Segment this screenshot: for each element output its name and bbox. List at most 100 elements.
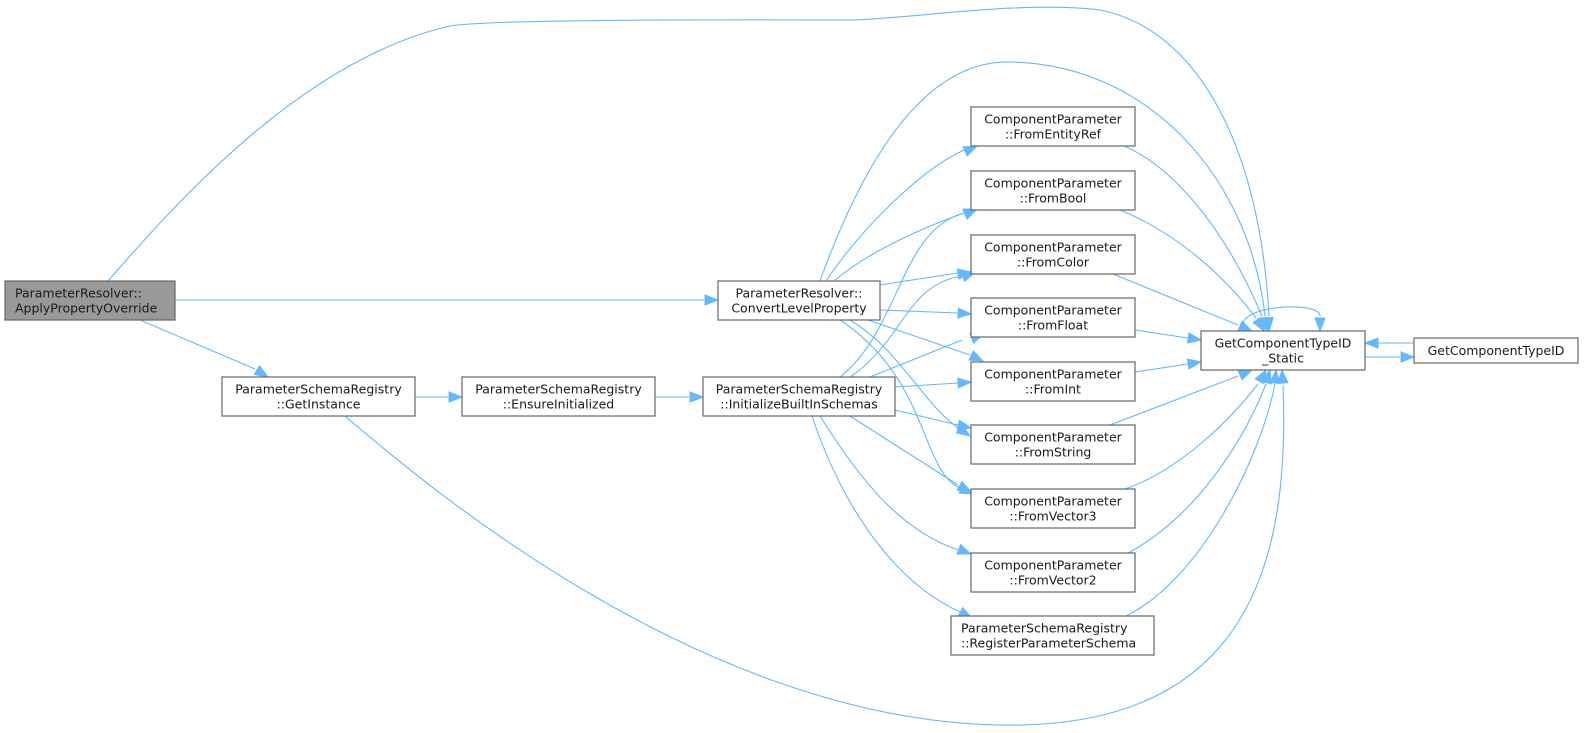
nodes-layer: ParameterResolver::ApplyPropertyOverride…: [4, 106, 1579, 656]
node-label: ::FromString: [1015, 445, 1092, 460]
arrowhead-icon: [957, 377, 973, 389]
node-box[interactable]: [970, 361, 1136, 402]
edge-line: [1127, 383, 1267, 554]
edge-line: [1119, 209, 1257, 319]
arrowhead-icon: [689, 391, 705, 403]
arrowhead-icon: [1186, 358, 1203, 370]
node-ensure[interactable]: ParameterSchemaRegistry::EnsureInitializ…: [461, 376, 656, 417]
edge-frombool-to-gettypeidstatic: [1119, 209, 1265, 333]
node-label: ::FromVector2: [1009, 573, 1096, 588]
edge-line: [894, 382, 959, 388]
node-box[interactable]: [1200, 330, 1366, 371]
node-label: ParameterSchemaRegistry: [475, 382, 642, 397]
node-label: GetComponentTypeID: [1428, 343, 1565, 358]
node-box[interactable]: [950, 615, 1155, 656]
node-box[interactable]: [970, 234, 1136, 275]
node-gettypeid[interactable]: GetComponentTypeID: [1413, 337, 1579, 364]
node-convert[interactable]: ParameterResolver::ConvertLevelProperty: [717, 280, 881, 321]
edge-line: [849, 275, 963, 378]
edge-line: [1123, 145, 1263, 317]
node-box[interactable]: [970, 552, 1136, 593]
edge-line: [1242, 306, 1321, 332]
edge-fromint-to-gettypeidstatic: [1134, 358, 1203, 373]
edge-line: [139, 319, 256, 370]
node-box[interactable]: [461, 376, 656, 417]
node-fromvector3[interactable]: ComponentParameter::FromVector3: [970, 488, 1136, 529]
node-apply[interactable]: ParameterResolver::ApplyPropertyOverride: [4, 280, 176, 321]
edge-apply-to-convert: [175, 294, 720, 306]
node-box[interactable]: [717, 280, 881, 321]
edge-line: [869, 339, 963, 378]
arrowhead-icon: [956, 419, 973, 431]
node-fromint[interactable]: ComponentParameter::FromInt: [970, 361, 1136, 402]
edge-ensure-to-initbuiltin: [655, 391, 705, 403]
node-gettypeidstatic[interactable]: GetComponentTypeID_Static: [1200, 330, 1366, 371]
edge-line: [1134, 363, 1189, 373]
node-fromvector2[interactable]: ComponentParameter::FromVector2: [970, 552, 1136, 593]
node-label: ::FromColor: [1017, 255, 1090, 270]
node-label: ::FromFloat: [1018, 318, 1088, 333]
node-frombool[interactable]: ComponentParameter::FromBool: [970, 170, 1136, 211]
edge-initbuiltin-to-fromvector2: [819, 415, 973, 555]
edge-line: [1125, 383, 1276, 617]
node-label: ParameterResolver::: [736, 286, 863, 301]
node-initbuiltin[interactable]: ParameterSchemaRegistry::InitializeBuilt…: [702, 376, 896, 417]
node-box[interactable]: [970, 424, 1136, 465]
node-box[interactable]: [1413, 337, 1579, 364]
arrowhead-icon: [956, 480, 973, 493]
node-label: ::RegisterParameterSchema: [961, 636, 1136, 651]
edge-line: [811, 415, 961, 613]
node-label: ::FromVector3: [1009, 509, 1096, 524]
arrowhead-icon: [956, 543, 973, 555]
node-getinstance[interactable]: ParameterSchemaRegistry::GetInstance: [221, 376, 416, 417]
edge-line: [819, 61, 1266, 317]
edge-convert-to-fromint: [867, 319, 985, 362]
edge-gettypeid-to-gettypeidstatic: [1363, 337, 1414, 349]
node-label: ParameterSchemaRegistry: [961, 621, 1128, 636]
node-box[interactable]: [970, 170, 1136, 211]
arrowhead-icon: [1260, 368, 1272, 385]
arrowhead-icon: [1237, 369, 1254, 381]
edge-line: [344, 384, 1285, 726]
node-box[interactable]: [970, 488, 1136, 529]
arrowhead-icon: [448, 391, 464, 403]
node-label: ParameterSchemaRegistry: [716, 382, 883, 397]
edge-gettypeidstatic-to-gettypeidstatic: [1242, 306, 1326, 333]
node-label: ParameterSchemaRegistry: [235, 382, 402, 397]
edge-registerschema-to-gettypeidstatic: [1125, 368, 1281, 617]
node-box[interactable]: [970, 297, 1136, 338]
edge-getinstance-to-ensure: [415, 391, 464, 403]
node-label: ComponentParameter: [984, 367, 1122, 382]
edge-line: [833, 212, 965, 282]
edge-apply-to-gettypeidstatic: [107, 6, 1274, 333]
edge-line: [879, 309, 959, 314]
node-registerschema[interactable]: ParameterSchemaRegistry::RegisterParamet…: [950, 615, 1155, 656]
node-label: ConvertLevelProperty: [731, 301, 867, 316]
edge-line: [849, 319, 959, 429]
node-label: ::EnsureInitialized: [503, 397, 614, 412]
edge-line: [867, 319, 971, 356]
arrowhead-icon: [1252, 316, 1265, 333]
node-box[interactable]: [970, 106, 1136, 147]
edge-line: [1109, 375, 1239, 426]
arrowhead-icon: [1186, 332, 1203, 344]
edge-apply-to-getinstance: [139, 319, 270, 378]
arrowhead-icon: [1237, 320, 1254, 332]
edge-line: [894, 409, 959, 426]
node-fromcolor[interactable]: ComponentParameter::FromColor: [970, 234, 1136, 275]
edge-initbuiltin-to-registerschema: [811, 415, 974, 619]
edge-line: [819, 415, 959, 551]
node-label: ::FromBool: [1020, 191, 1087, 206]
arrowhead-icon: [1277, 368, 1289, 384]
arrowhead-icon: [962, 145, 979, 157]
node-fromentityref[interactable]: ComponentParameter::FromEntityRef: [970, 106, 1136, 147]
edge-line: [1124, 383, 1259, 490]
edge-initbuiltin-to-frombool: [839, 208, 979, 378]
node-box[interactable]: [702, 376, 896, 417]
node-box[interactable]: [4, 280, 176, 321]
node-fromfloat[interactable]: ComponentParameter::FromFloat: [970, 297, 1136, 338]
node-fromstring[interactable]: ComponentParameter::FromString: [970, 424, 1136, 465]
edge-line: [1134, 329, 1189, 339]
node-box[interactable]: [221, 376, 416, 417]
